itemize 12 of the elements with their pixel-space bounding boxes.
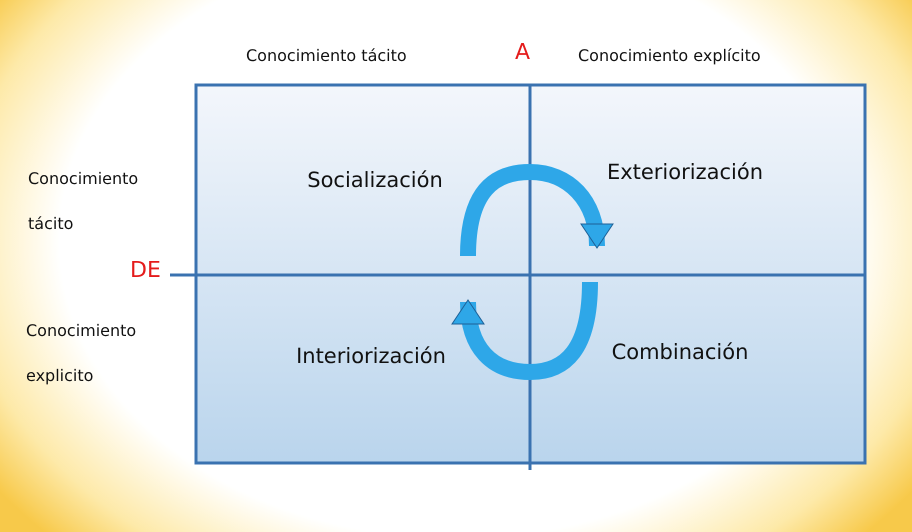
axis-letter: A (515, 40, 530, 65)
curved-arrow (460, 164, 612, 256)
axis-letter: DE (130, 258, 161, 283)
quadrant-title: Combinación (612, 340, 748, 364)
curved-arrow (452, 282, 598, 380)
column-label: Conocimiento tácito (246, 46, 407, 65)
row-label: Conocimiento tácito (28, 168, 140, 235)
quadrant-title: Exteriorización (606, 160, 764, 184)
quadrant-title: Interiorización (296, 344, 446, 368)
row-label: Conocimiento explicito (26, 320, 138, 387)
quadrant-title: Socialización (307, 168, 443, 192)
column-label: Conocimiento explícito (578, 46, 761, 65)
